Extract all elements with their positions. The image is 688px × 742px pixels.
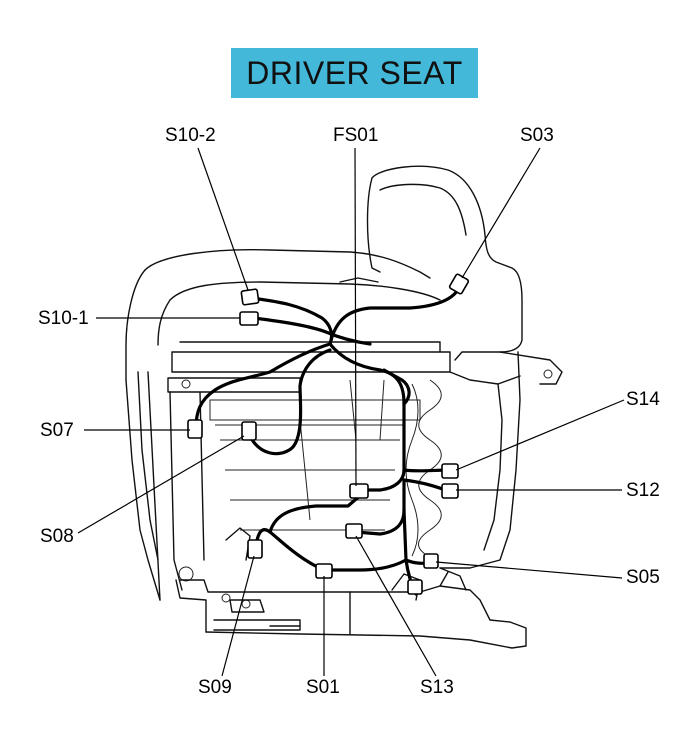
connector-s05 bbox=[423, 553, 439, 569]
connectors bbox=[187, 273, 470, 595]
label-s03: S03 bbox=[520, 125, 554, 146]
connector-s14 bbox=[441, 463, 459, 479]
leader-s09 bbox=[221, 555, 255, 677]
connector-s12 bbox=[441, 483, 459, 499]
connector-s07 bbox=[187, 419, 203, 439]
label-s10-1: S10-1 bbox=[38, 308, 89, 329]
label-s05: S05 bbox=[626, 567, 660, 588]
connector-fs01 bbox=[349, 483, 369, 499]
leader-lines bbox=[77, 147, 625, 677]
leader-s05 bbox=[435, 561, 623, 579]
seat-frame-outline bbox=[125, 165, 563, 649]
leader-fs01 bbox=[354, 147, 357, 487]
label-fs01: FS01 bbox=[333, 125, 379, 146]
leader-s14 bbox=[455, 399, 625, 471]
leader-s08 bbox=[77, 435, 245, 534]
connector-s13-b bbox=[407, 579, 423, 595]
label-s10-2: S10-2 bbox=[165, 125, 216, 146]
connector-s01 bbox=[315, 563, 333, 579]
label-s12: S12 bbox=[626, 480, 660, 501]
diagram-title: DRIVER SEAT bbox=[231, 48, 478, 98]
label-s01: S01 bbox=[306, 677, 340, 698]
connector-s08 bbox=[241, 421, 257, 441]
label-s08: S08 bbox=[40, 526, 74, 547]
label-s07: S07 bbox=[40, 420, 74, 441]
label-s14: S14 bbox=[626, 389, 660, 410]
connector-s13 bbox=[345, 523, 363, 539]
leader-s13 bbox=[355, 535, 437, 677]
connector-s10-2 bbox=[240, 288, 260, 306]
label-s13: S13 bbox=[420, 677, 454, 698]
label-s09: S09 bbox=[198, 677, 232, 698]
connector-s09 bbox=[247, 539, 263, 559]
leader-s10-2 bbox=[197, 147, 249, 291]
connector-s03 bbox=[448, 273, 470, 295]
connector-s10-1 bbox=[239, 311, 259, 326]
leader-s03 bbox=[461, 147, 541, 279]
